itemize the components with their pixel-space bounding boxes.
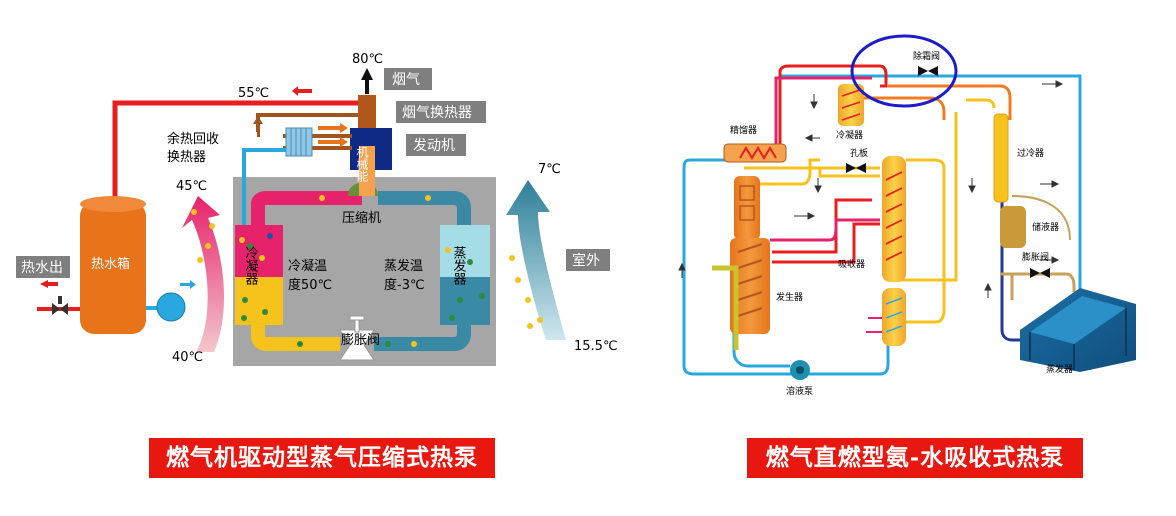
outdoor-label-box bbox=[566, 249, 610, 271]
hot-water-tank bbox=[80, 202, 146, 334]
expansion-valve-label: 膨胀阀 bbox=[341, 333, 380, 348]
evaporator-right-label: 蒸发器 bbox=[1046, 363, 1073, 375]
cold-loop bbox=[682, 158, 890, 376]
condenser-right-label: 冷凝器 bbox=[836, 129, 863, 141]
heat-flow-arrows bbox=[318, 126, 340, 144]
temp-80-label: 80℃ bbox=[352, 52, 383, 67]
hot-water-tank-label: 热水箱 bbox=[91, 256, 130, 272]
absorber-label: 吸收器 bbox=[838, 258, 865, 270]
valve-icon bbox=[52, 303, 60, 315]
defrost-valve-icon bbox=[918, 66, 928, 76]
subcooler-label: 过冷器 bbox=[1017, 147, 1044, 159]
flue-gas-heat-exchanger bbox=[358, 95, 376, 130]
defrost-valve-highlight bbox=[850, 34, 958, 108]
flue-gas-label: 烟气 bbox=[392, 72, 420, 88]
flue-gas-hx-label-box bbox=[396, 101, 486, 123]
left-caption: 燃气机驱动型蒸气压缩式热泵 bbox=[149, 438, 495, 478]
defrost-valve-label: 除霜阀 bbox=[913, 50, 940, 62]
refrigerant-dots bbox=[191, 195, 543, 347]
engine-label: 发动机 bbox=[413, 138, 455, 154]
generator-label: 发生器 bbox=[776, 291, 803, 303]
refrigerant-loop bbox=[251, 191, 362, 228]
right-diagram: 除霜阀 精馏器 冷凝器 孔板 过冷器 吸收器 储液器 膨胀阀 发生器 蒸发器 溶… bbox=[678, 34, 1136, 397]
temp-40-label: 40℃ bbox=[172, 350, 203, 365]
waste-heat-exchanger bbox=[285, 127, 313, 157]
subcooler bbox=[993, 113, 1009, 203]
hot-water-out-label: 热水出 bbox=[21, 260, 63, 276]
evaporator-label: 蒸发器 bbox=[451, 246, 467, 286]
hot-water-arrow bbox=[298, 89, 312, 93]
evaporator-right bbox=[1020, 288, 1136, 372]
temp-55-label: 55℃ bbox=[238, 86, 269, 101]
warm-airflow-arrow bbox=[182, 196, 225, 352]
temp-45-label: 45℃ bbox=[176, 179, 207, 194]
receiver bbox=[1000, 206, 1026, 248]
orifice-icon bbox=[846, 163, 856, 173]
receiver-label: 储液器 bbox=[1032, 221, 1059, 233]
mech-energy-label: 机械能 bbox=[355, 146, 369, 182]
evap-temp-label-2: 度-3℃ bbox=[384, 277, 425, 293]
water-pump bbox=[156, 292, 186, 322]
outdoor-label: 室外 bbox=[572, 252, 600, 269]
temp-15-5-label: 15.5℃ bbox=[574, 339, 618, 354]
solution-pump-label: 溶液泵 bbox=[786, 385, 813, 397]
return-water-pipe bbox=[242, 148, 286, 225]
condenser-label: 冷凝器 bbox=[243, 246, 259, 286]
engine-label-box bbox=[406, 134, 466, 156]
orifice-label: 孔板 bbox=[850, 147, 868, 159]
condenser bbox=[235, 225, 283, 277]
flue-gas-label-box bbox=[384, 68, 432, 90]
mechanical-energy-shaft bbox=[359, 146, 375, 196]
expansion-valve-right-label: 膨胀阀 bbox=[1022, 251, 1049, 263]
evap-temp-label-1: 蒸发温 bbox=[384, 258, 423, 274]
waste-heat-label-1: 余热回收 bbox=[167, 131, 219, 147]
flow-arrows bbox=[678, 80, 1064, 298]
absorber bbox=[882, 156, 906, 282]
hot-water-out-label-box bbox=[16, 256, 70, 278]
waste-heat-label-2: 换热器 bbox=[167, 150, 206, 165]
rectifier-label: 精馏器 bbox=[730, 124, 757, 136]
hot-water-pipe bbox=[112, 100, 368, 200]
out-arrow bbox=[40, 280, 48, 288]
right-caption: 燃气直燃型氨-水吸收式热泵 bbox=[747, 438, 1083, 478]
left-diagram: 80℃ 烟气 55℃ 烟气换热器 余热回收 换热器 发动机 机械能 45℃ 7℃… bbox=[16, 52, 618, 366]
expansion-valve bbox=[339, 315, 375, 361]
flue-gas-up-arrow bbox=[361, 68, 373, 94]
cond-temp-label-1: 冷凝温 bbox=[288, 258, 327, 274]
compressor-label: 压缩机 bbox=[342, 210, 381, 226]
cold-airflow-arrow bbox=[506, 180, 566, 340]
defrost-line bbox=[888, 84, 1012, 120]
pump-arrow bbox=[180, 283, 190, 286]
generator bbox=[730, 238, 770, 334]
flue-gas-hx-label: 烟气换热器 bbox=[402, 104, 472, 121]
expansion-valve-icon bbox=[1030, 268, 1040, 278]
temp-7-label: 7℃ bbox=[538, 162, 561, 177]
cond-temp-label-2: 度50℃ bbox=[288, 277, 332, 293]
